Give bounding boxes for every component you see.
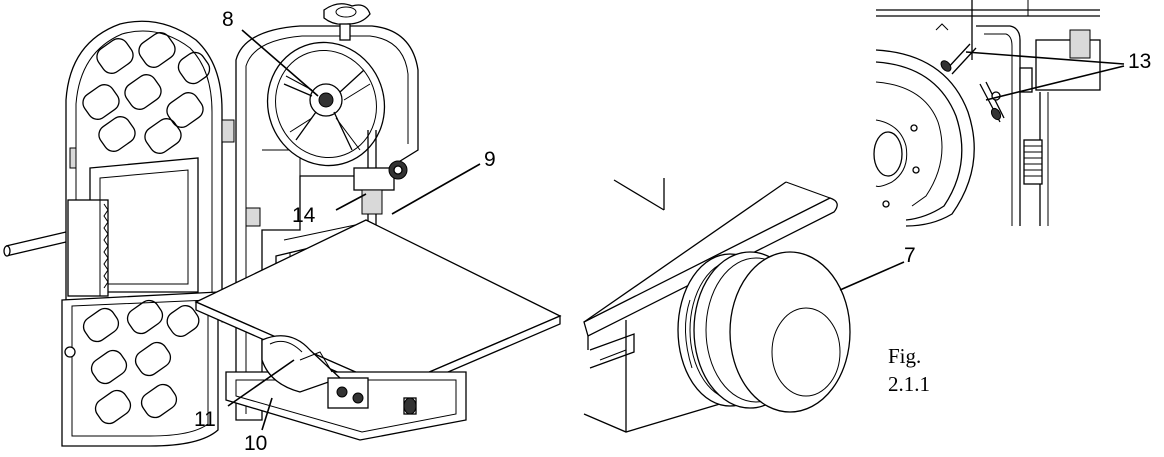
callout-10: 10 <box>244 432 267 455</box>
figure-caption-line2: 2.1.1 <box>888 372 930 396</box>
figure-caption-line1: Fig. <box>888 344 921 368</box>
callout-11: 11 <box>194 408 216 431</box>
tension-knob <box>323 3 371 41</box>
bandsaw-leader-lines <box>227 29 481 431</box>
inset-blade-guide-detail: 13 <box>873 0 1151 227</box>
open-door <box>65 20 223 301</box>
door-handle-rod <box>3 231 67 257</box>
tension-knob-wheel <box>677 251 851 413</box>
lower-door <box>61 291 219 447</box>
leader-13a <box>965 51 1125 65</box>
leader-7 <box>839 261 905 291</box>
callout-9: 9 <box>484 148 496 171</box>
inset-housing <box>935 23 1101 226</box>
callout-13: 13 <box>1128 50 1151 73</box>
callout-8: 8 <box>222 8 234 31</box>
inset-wheel <box>873 49 975 227</box>
upper-wheel <box>266 41 386 167</box>
lower-housing <box>225 335 467 441</box>
callout-14: 14 <box>292 204 316 227</box>
lower-door-honeycomb <box>82 299 200 425</box>
bandsaw-illustration: 8 9 14 11 10 <box>3 3 562 455</box>
detail-body <box>583 320 761 433</box>
door-honeycomb-pattern <box>82 32 211 154</box>
table-detail-illustration: 7 <box>583 178 916 433</box>
leader-13b <box>985 65 1125 101</box>
callout-7: 7 <box>904 244 916 267</box>
